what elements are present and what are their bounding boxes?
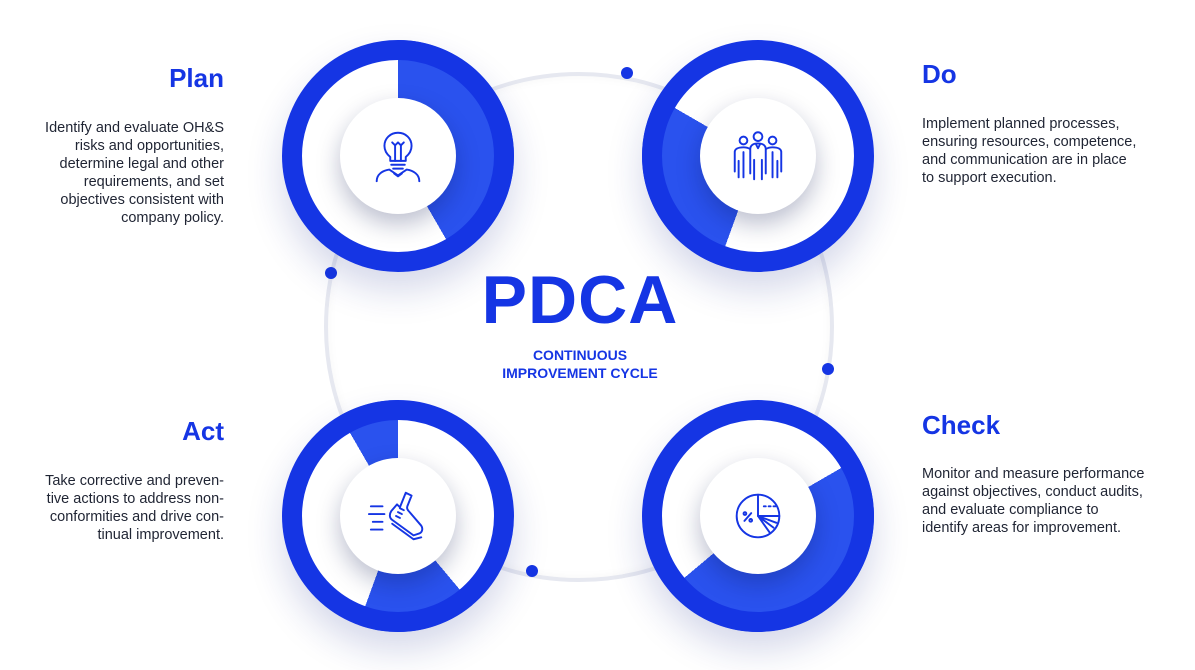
check-description-line: and evaluate compliance to: [922, 502, 1099, 518]
plan-title: Plan: [169, 63, 224, 93]
center-subtitle-line: CONTINUOUS: [532, 347, 628, 363]
check-description-line: Monitor and measure performance: [922, 466, 1145, 482]
center-subtitle: CONTINUOUS IMPROVEMENT CYCLE: [440, 346, 720, 382]
do-description-line: ensuring resources, competence,: [922, 134, 1137, 150]
do-node-hub: [700, 98, 816, 214]
plan-node: [282, 40, 514, 272]
act-title: Act: [182, 416, 224, 446]
plan-description: Identify and evaluate OH&S risks and opp…: [6, 119, 224, 227]
lightbulb-head-icon: [375, 131, 421, 183]
plan-description-line: company policy.: [121, 210, 224, 226]
cycle-dot-top: [621, 67, 633, 79]
plan-description-line: requirements, and set: [83, 174, 224, 190]
cycle-dot-right: [822, 363, 834, 375]
act-description-line: tive actions to address non-: [46, 491, 224, 507]
check-description-line: identify areas for improvement.: [922, 520, 1122, 536]
act-description-line: conformities and drive con-: [49, 509, 224, 525]
cycle-dot-bottom: [526, 565, 538, 577]
act-description-line: Take corrective and preven-: [45, 473, 224, 489]
check-node-hub: [700, 458, 816, 574]
cycle-ring: [324, 72, 834, 582]
do-description: Implement planned processes, ensuring re…: [922, 115, 1190, 187]
check-description-line: against objectives, conduct audits,: [922, 484, 1143, 500]
check-node: [642, 400, 874, 632]
check-description: Monitor and measure performance against …: [922, 465, 1192, 537]
do-description-line: and communication are in place: [922, 152, 1127, 168]
act-node-hub: [340, 458, 456, 574]
running-shoe-icon: [367, 491, 424, 541]
act-description-line: tinual improvement.: [97, 527, 224, 543]
do-description-line: to support execution.: [922, 170, 1057, 186]
plan-description-line: determine legal and other: [59, 156, 224, 172]
do-title: Do: [922, 59, 957, 89]
pie-chart-icon: [735, 493, 781, 539]
center-title: PDCA: [481, 262, 679, 338]
center-subtitle-line: IMPROVEMENT CYCLE: [502, 365, 658, 381]
do-description-line: Implement planned processes,: [922, 116, 1120, 132]
check-title: Check: [922, 410, 1001, 440]
cycle-dot-left: [325, 267, 337, 279]
plan-description-line: risks and opportunities,: [74, 138, 224, 154]
act-description: Take corrective and preven- tive actions…: [2, 472, 224, 544]
plan-node-hub: [340, 98, 456, 214]
plan-description-line: objectives consistent with: [60, 192, 224, 208]
act-node: [282, 400, 514, 632]
do-node: [642, 40, 874, 272]
team-people-icon: [733, 131, 783, 181]
center-label: PDCA CONTINUOUS IMPROVEMENT CYCLE: [440, 262, 720, 382]
plan-description-line: Identify and evaluate OH&S: [45, 120, 224, 136]
